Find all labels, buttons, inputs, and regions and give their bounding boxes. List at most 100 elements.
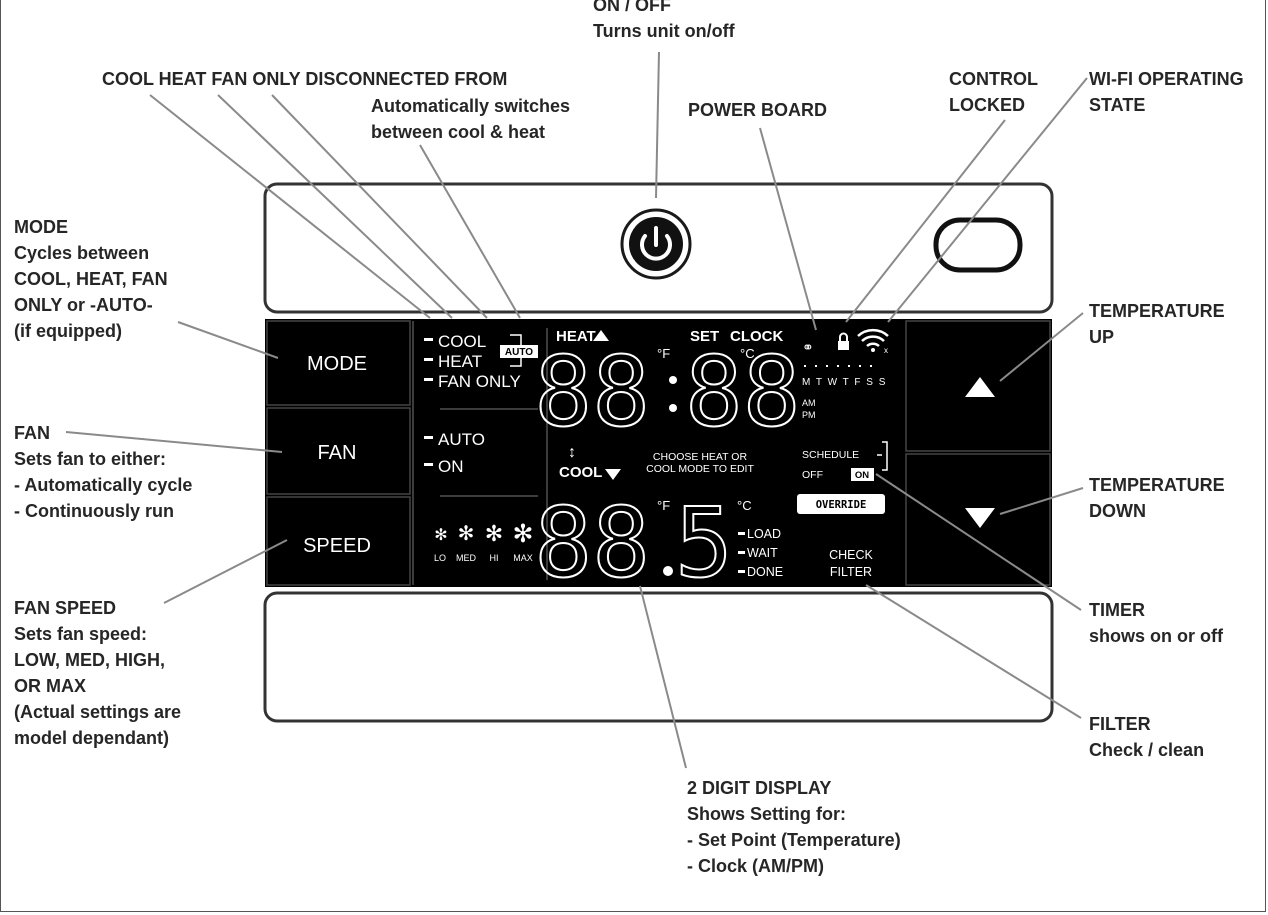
cycle-status: LOAD WAIT DONE — [738, 527, 783, 579]
clock-minutes: 88 — [685, 336, 801, 448]
mode-button-label: MODE — [307, 353, 367, 375]
speed-button[interactable]: SPEED — [266, 496, 411, 586]
clock-hours: 88 — [534, 336, 650, 448]
fan-speed-callout: FAN SPEED Sets fan speed: LOW, MED, HIGH… — [14, 598, 182, 748]
power-icon — [640, 234, 672, 261]
temperature-display: 88 °F 5 °C — [533, 486, 752, 600]
mode-fan-only-indicator: FAN ONLY — [438, 372, 521, 391]
display-callout: 2 DIGIT DISPLAY Shows Setting for: - Set… — [687, 778, 901, 876]
choose-line2: COOL MODE TO EDIT — [646, 463, 754, 475]
filter-callout: FILTER Check / clean — [1089, 714, 1205, 760]
mode-heat-indicator: HEAT — [438, 352, 482, 371]
pm-label: PM — [802, 410, 816, 420]
leader-auto — [419, 144, 521, 319]
clock-unit-f: °F — [657, 346, 670, 361]
fan-med-label: MED — [456, 553, 477, 563]
mode-cool-indicator: COOL — [438, 332, 486, 351]
schedule-off: OFF — [802, 469, 823, 481]
set-label: SET — [690, 328, 719, 345]
leader-fan-only — [271, 94, 488, 319]
leader-wifi — [887, 77, 1088, 323]
cool-down-icon — [605, 469, 621, 480]
schedule-indicator: SCHEDULE OFF ON — [802, 441, 888, 481]
svg-text:x: x — [884, 346, 888, 355]
leader-cool — [149, 94, 431, 319]
fan-max-label: MAX — [513, 553, 533, 563]
fan-hi-label: HI — [490, 553, 499, 563]
cool-label: COOL — [559, 464, 602, 481]
am-label: AM — [802, 398, 816, 408]
clock-label: CLOCK — [730, 328, 783, 345]
leader-fan — [65, 431, 283, 453]
fan-speed-indicators: ✻ ✻ ✻ ✻ LO MED HI MAX — [434, 520, 533, 563]
fan-mode-indicators: AUTO ON — [424, 430, 485, 476]
clock-display: 88 °F 88 °C — [533, 335, 801, 449]
leader-temp-up — [999, 312, 1084, 382]
leader-temp-down — [999, 487, 1084, 515]
auto-mode-callout-desc: Automatically switches between cool & he… — [371, 96, 571, 142]
schedule-label: SCHEDULE — [802, 449, 859, 461]
power-board-callout: POWER BOARD — [688, 100, 827, 120]
updown-icon: ↕ — [568, 444, 576, 461]
fan-med-icon: ✻ — [458, 523, 475, 545]
fan-callout: FAN Sets fan to either: - Automatically … — [14, 423, 193, 521]
temperature-up-button[interactable] — [905, 320, 1051, 452]
choose-line1: CHOOSE HEAT OR — [653, 451, 748, 463]
mode-indicators: COOL HEAT FAN ONLY AUTO — [424, 332, 538, 391]
status-wait: WAIT — [747, 546, 778, 560]
up-arrow-icon — [965, 377, 995, 397]
temp-unit-f: °F — [657, 498, 670, 513]
schedule-on: ON — [855, 470, 869, 481]
day-indicators: M T W T F S S AM PM — [802, 365, 885, 420]
control-locked-callout: CONTROL LOCKED — [949, 69, 1038, 115]
fan-button[interactable]: FAN — [266, 407, 411, 495]
leader-timer — [875, 473, 1082, 611]
fan-max-icon: ✻ — [513, 520, 534, 548]
leader-speed — [163, 539, 288, 604]
override-label: OVERRIDE — [816, 499, 867, 511]
auto-mode-callout-title: COOL HEAT FAN ONLY DISCONNECTED FROM — [102, 69, 508, 89]
fan-lo-label: LO — [434, 553, 446, 563]
temp-tenths: 5 — [675, 487, 733, 599]
fan-auto-indicator: AUTO — [438, 430, 485, 449]
timer-callout: TIMER shows on or off — [1089, 600, 1223, 646]
fan-button-label: FAN — [318, 442, 357, 464]
leader-on-off — [655, 51, 660, 199]
fan-on-indicator: ON — [438, 457, 464, 476]
lock-icon — [838, 341, 849, 350]
leader-lock — [845, 119, 1006, 323]
override-indicator: OVERRIDE — [797, 494, 885, 514]
on-off-callout: ON / OFF Turns unit on/off — [593, 0, 735, 41]
speed-button-label: SPEED — [303, 535, 371, 557]
fan-lo-icon: ✻ — [434, 527, 447, 544]
leader-heat — [217, 94, 453, 319]
leader-display — [639, 585, 687, 769]
leader-mode — [177, 321, 279, 359]
status-load: LOAD — [747, 527, 781, 541]
leader-power-board — [759, 127, 817, 331]
mode-callout: MODE Cycles between COOL, HEAT, FAN ONLY… — [14, 217, 168, 341]
check-label: CHECK — [829, 548, 873, 562]
auto-badge: AUTO — [505, 347, 533, 358]
wifi-icon: x — [857, 328, 889, 355]
temp-digits: 88 — [534, 487, 650, 599]
mode-button[interactable]: MODE — [266, 320, 411, 406]
heat-label: HEAT — [556, 328, 596, 345]
status-done: DONE — [747, 565, 783, 579]
temp-down-callout: TEMPERATURE DOWN — [1089, 475, 1225, 521]
wifi-callout: WI-FI OPERATING STATE — [1089, 69, 1244, 115]
filter-label: FILTER — [830, 565, 872, 579]
leader-filter — [865, 584, 1082, 719]
decimal-point — [663, 566, 673, 576]
temp-up-callout: TEMPERATURE UP — [1089, 301, 1225, 347]
power-button[interactable] — [620, 208, 692, 280]
temperature-down-button[interactable] — [905, 453, 1051, 586]
temp-unit-c: °C — [737, 498, 752, 513]
status-icons: ⚭ x — [802, 328, 889, 355]
fan-hi-icon: ✻ — [485, 521, 503, 546]
leader-lines — [65, 51, 1088, 769]
down-arrow-icon — [965, 508, 995, 528]
sensor-window — [933, 217, 1023, 273]
